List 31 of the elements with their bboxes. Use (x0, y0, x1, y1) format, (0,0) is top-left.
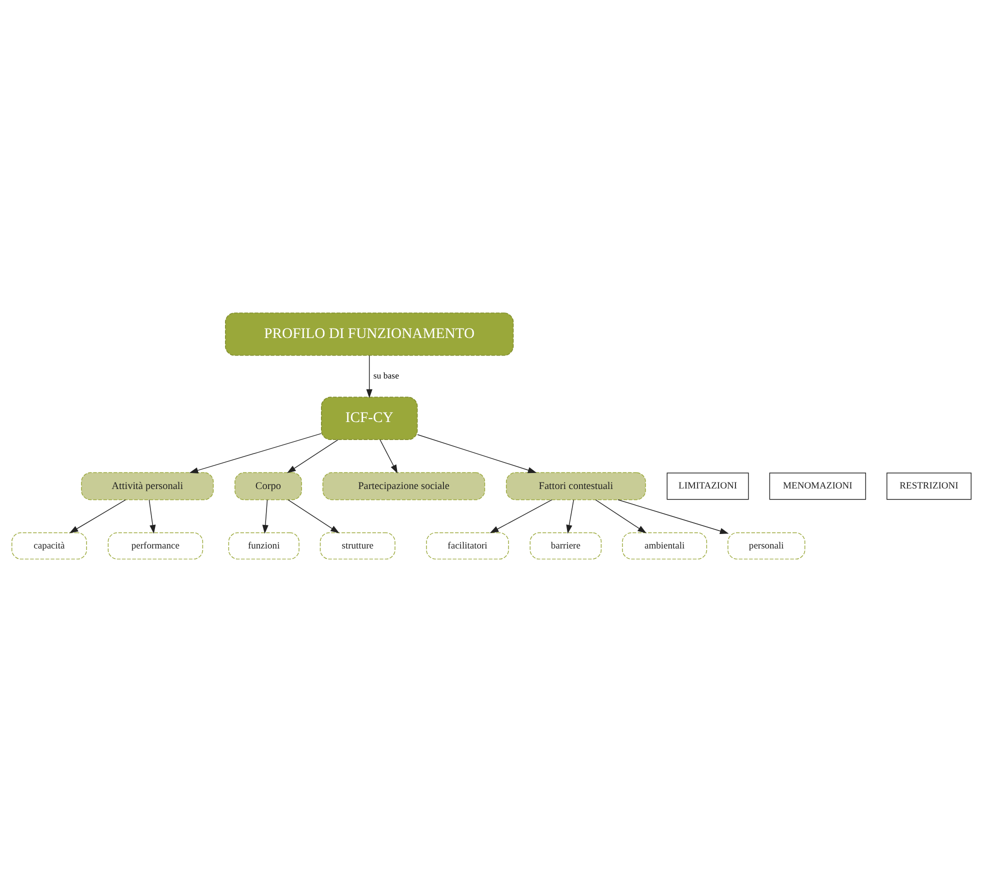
arrow (618, 498, 729, 534)
node-box: RESTRIZIONI (886, 472, 972, 500)
arrow (380, 438, 398, 474)
node-box: barriere (530, 532, 602, 559)
arrow (189, 432, 322, 473)
arrow (288, 498, 340, 533)
arrow (417, 434, 537, 473)
arrow (148, 498, 156, 534)
node-box: facilitatori (426, 532, 509, 559)
arrow (366, 354, 372, 398)
node-box: Attività personali (81, 472, 214, 500)
arrow (286, 438, 338, 473)
node-box: MENOMAZIONI (769, 472, 866, 500)
node-box: LIMITAZIONI (666, 472, 749, 500)
node-box: Partecipazione sociale (322, 472, 486, 500)
node-box: ambientali (622, 532, 708, 559)
arrow (566, 498, 574, 534)
arrow (490, 498, 552, 533)
node-box: Corpo (234, 472, 302, 500)
node-box: ICF-CY (321, 396, 418, 440)
node-box: personali (728, 532, 806, 559)
arrow (69, 498, 126, 533)
node-box: PROFILO DI FUNZIONAMENTO (225, 312, 514, 356)
node-box: performance (108, 532, 204, 559)
node-box: strutture (320, 532, 396, 559)
arrow (595, 498, 646, 533)
node-box: funzioni (228, 532, 300, 559)
edge-label: su base (373, 370, 399, 380)
node-box: capacità (12, 532, 87, 559)
node-box: Fattori contestuali (506, 472, 646, 500)
arrow (262, 498, 268, 534)
